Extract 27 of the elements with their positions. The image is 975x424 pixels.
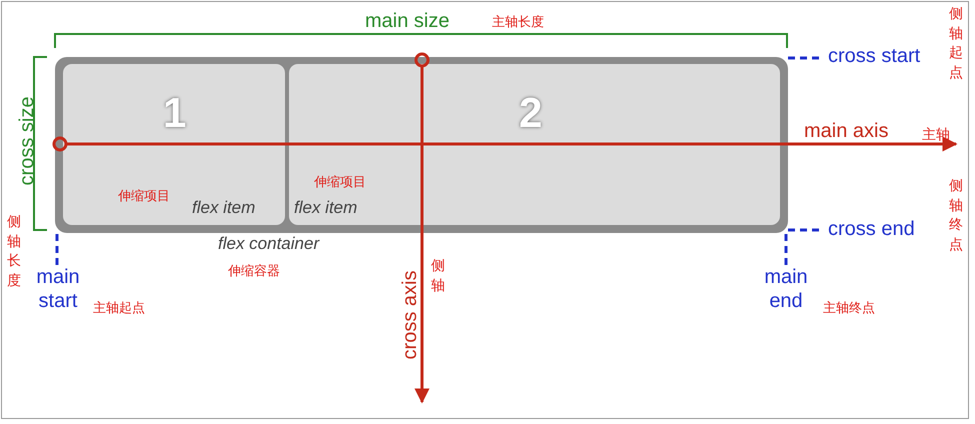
item-number: 2 [519,92,542,134]
item-label: flex item [192,199,256,216]
dimension-label: cross size [15,96,39,188]
dimension-label: main size [365,9,450,34]
axis-label: 主轴 [922,125,950,144]
dimension-label: 主轴长度 [492,13,544,31]
axis-label: 侧轴起点 [949,4,963,82]
item-label: 伸缩项目 [118,189,170,202]
item-number: 1 [163,92,186,134]
axis-label: cross axis [398,270,422,362]
flex-container-box [55,57,788,233]
axis-label: 侧轴终点 [949,176,963,254]
axis-label: main start [35,265,81,313]
axis-label: main axis [804,119,888,144]
axis-label: cross start [828,44,920,69]
item-label: flex item [294,199,358,216]
dimension-label: 侧轴长度 [7,212,21,290]
flex-item-box [289,64,780,225]
axis-label: 主轴起点 [93,299,145,317]
axis-label: main end [763,265,809,313]
axis-label: 侧轴 [431,256,445,295]
container-label: 伸缩容器 [228,264,280,277]
axis-label: 主轴终点 [823,299,875,317]
item-label: 伸缩项目 [314,175,366,188]
container-label: flex container [218,235,320,252]
flex-item-box [63,64,285,225]
axis-label: cross end [828,217,915,242]
